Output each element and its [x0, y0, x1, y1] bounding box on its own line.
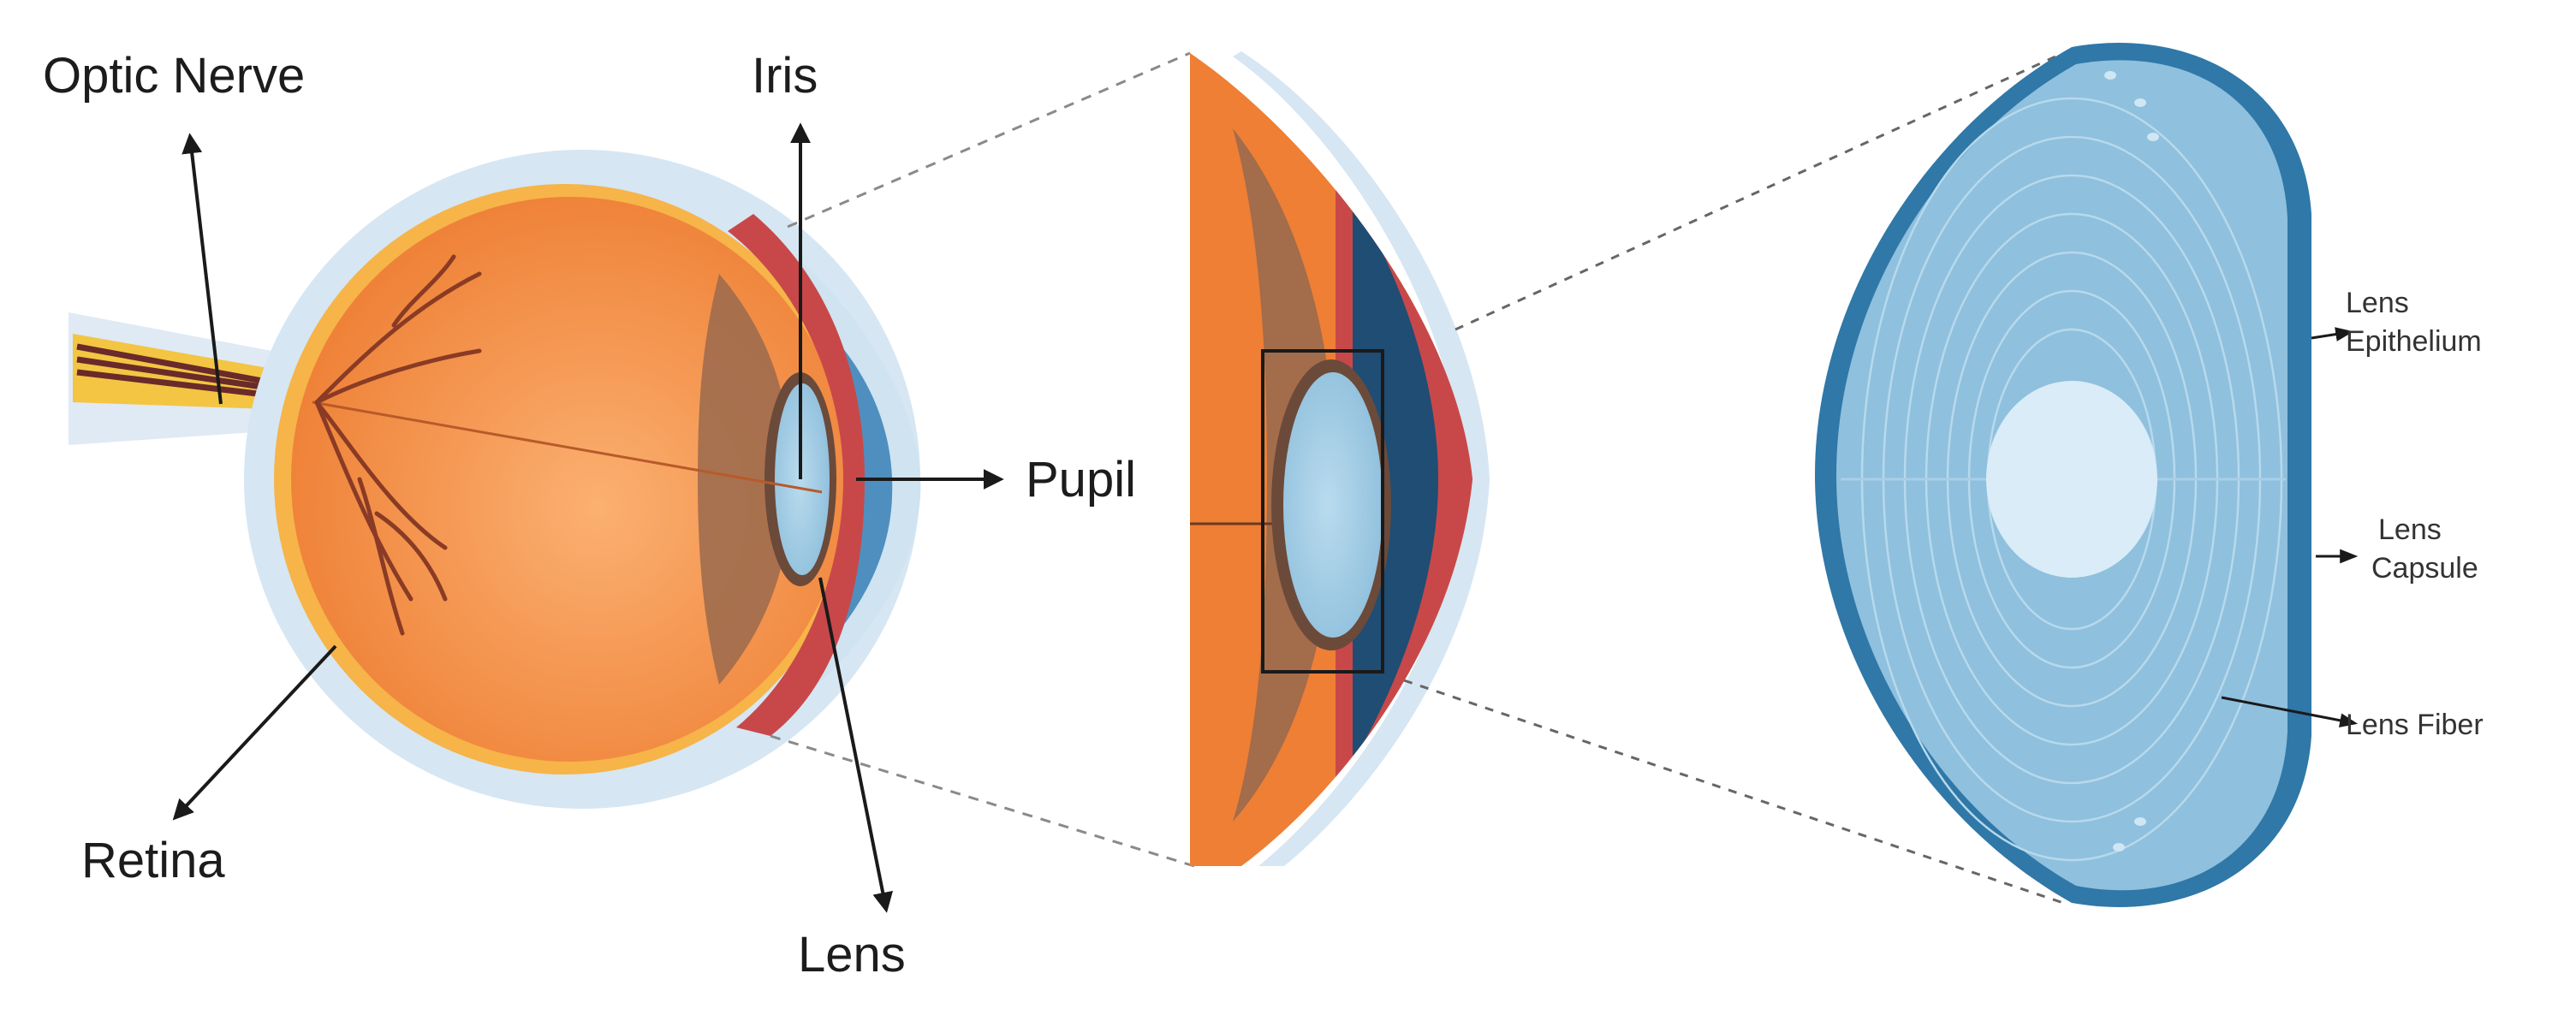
- label-pupil: Pupil: [1026, 452, 1136, 507]
- retina-arrow: [172, 644, 337, 821]
- label-lens-capsule-line1: Lens: [2378, 513, 2442, 546]
- whole-eye: [68, 150, 921, 809]
- lens-nucleus: [1986, 381, 2157, 578]
- optic-nerve-arrow: [181, 133, 223, 405]
- label-lens: Lens: [798, 927, 906, 982]
- zoom-anterior-chamber: [1353, 197, 1438, 762]
- zoom-projection-lines-2: [1403, 51, 2064, 905]
- label-retina: Retina: [81, 833, 225, 888]
- label-lens-epithelium-line1: Lens: [2346, 287, 2409, 319]
- label-iris: Iris: [752, 48, 818, 104]
- label-lens-epithelium-line2: Epithelium: [2346, 325, 2482, 358]
- lens-fiber-arrow: [2221, 696, 2359, 728]
- label-lens-capsule-line2: Capsule: [2371, 552, 2478, 585]
- lens-detail: [1815, 43, 2311, 907]
- label-optic-nerve: Optic Nerve: [43, 48, 305, 104]
- zoom-lens: [1283, 372, 1383, 638]
- anterior-segment-zoom: [1190, 51, 1490, 866]
- lens-highlight-box: [1261, 349, 1384, 674]
- label-lens-fiber: Lens Fiber: [2346, 709, 2484, 741]
- zoom-sclera: [1233, 51, 1490, 866]
- label-arrows: [172, 122, 2359, 913]
- optical-axis: [312, 401, 823, 494]
- labels: Optic Nerve Iris Pupil Retina Lens Lens …: [43, 48, 2484, 982]
- retinal-vessels: [314, 254, 482, 636]
- lens-epithelium-arrow: [2311, 327, 2354, 341]
- choroid: [728, 214, 865, 736]
- lens-arrow: [818, 577, 894, 913]
- epithelial-cells: [2104, 71, 2159, 852]
- zoom-projection-lines-1: [770, 51, 1195, 868]
